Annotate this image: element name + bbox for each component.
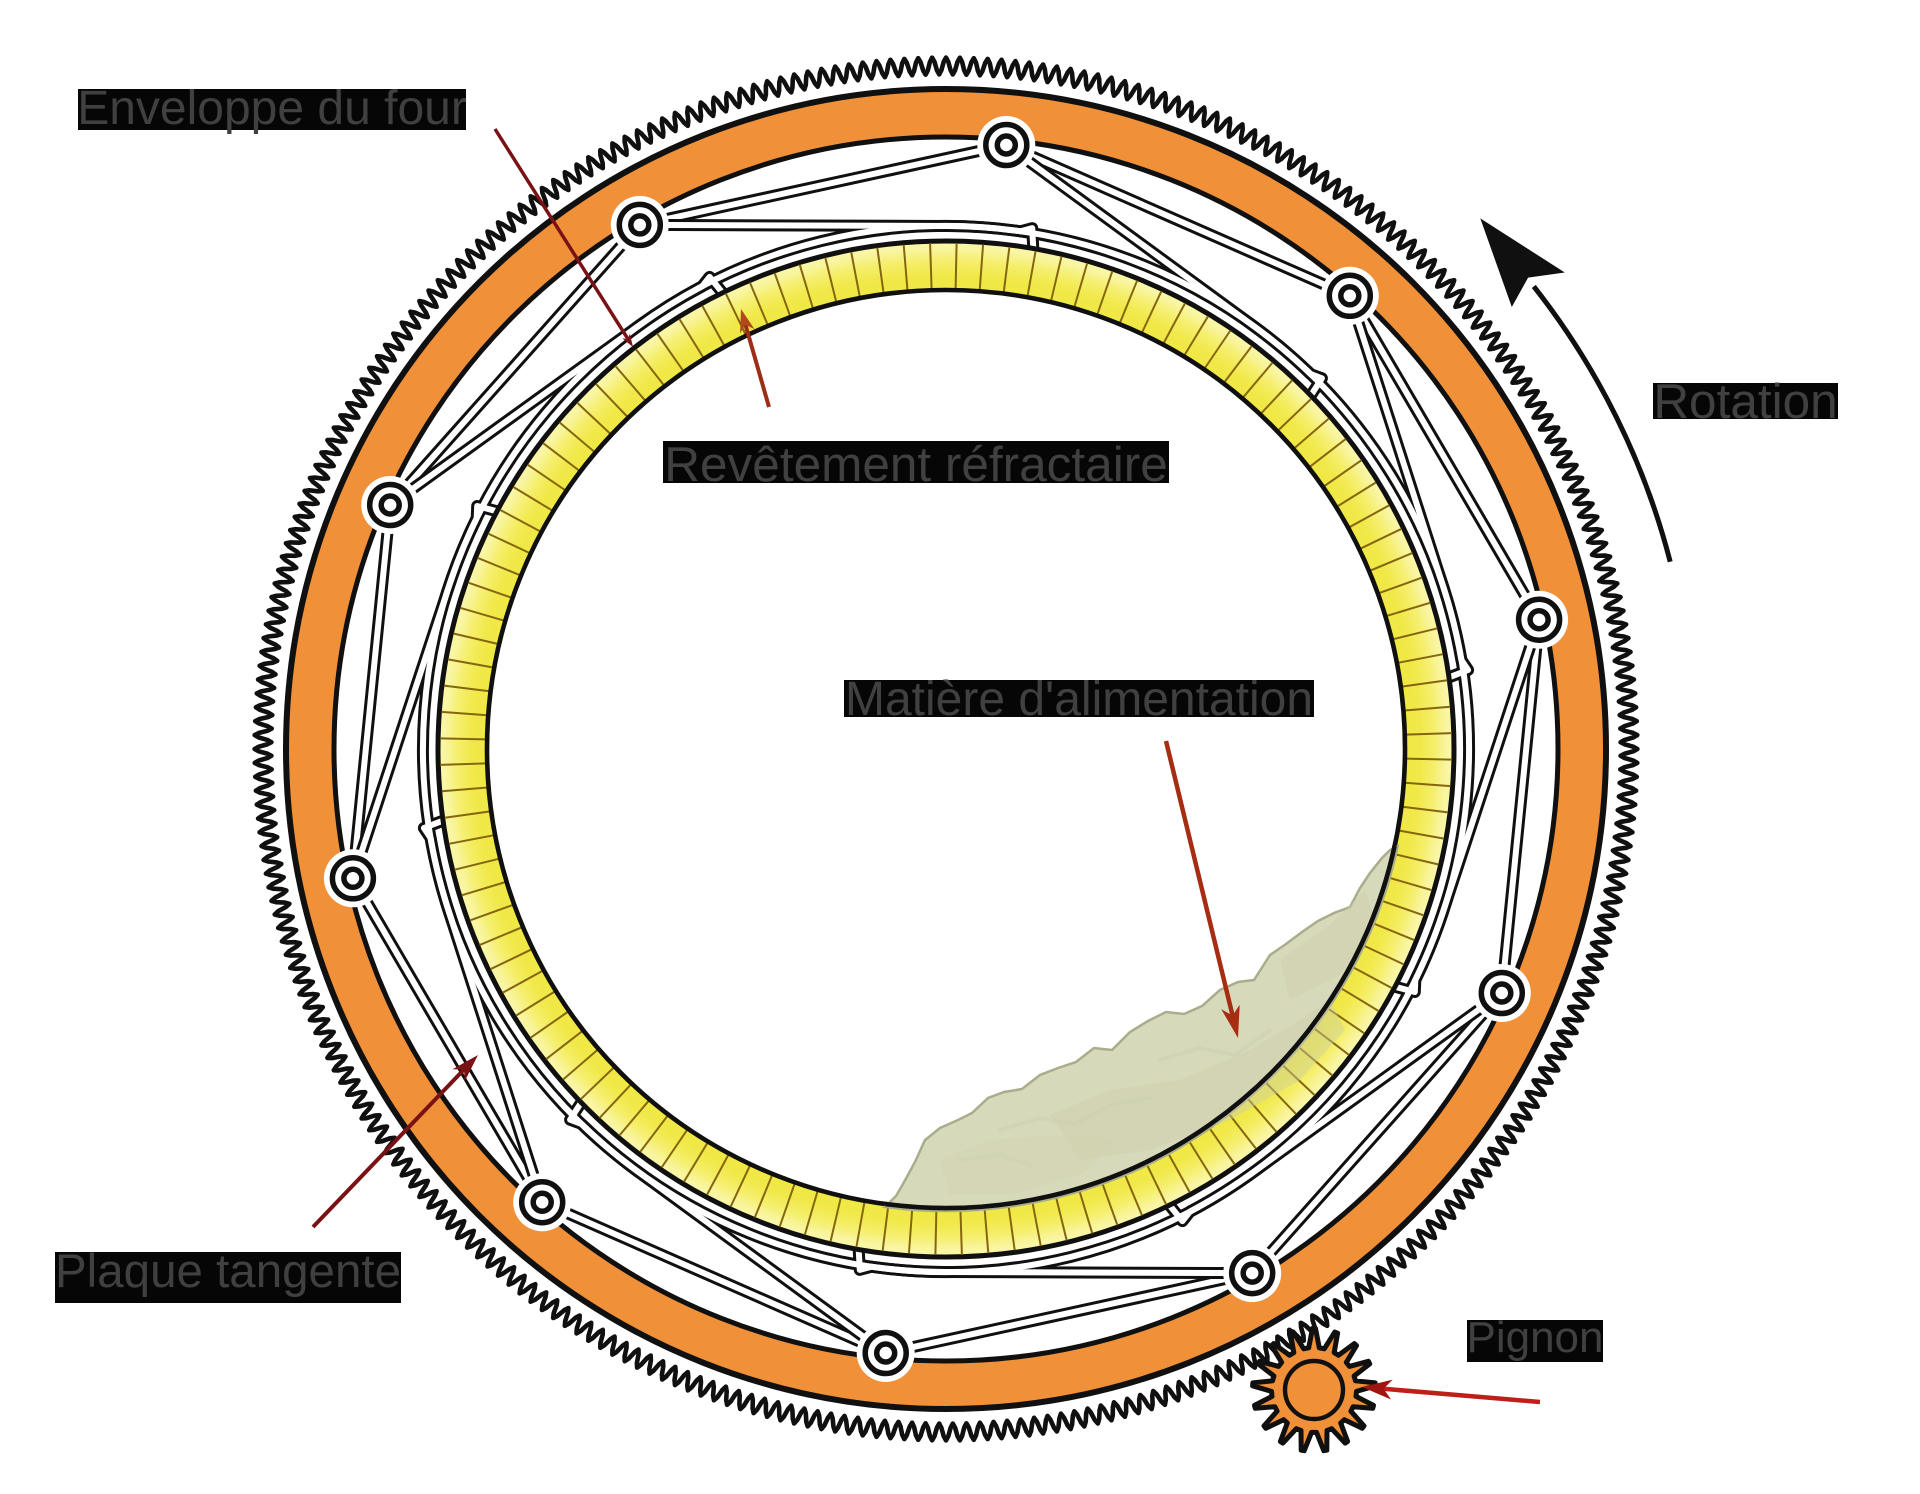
svg-text:Revêtement réfractaire: Revêtement réfractaire (664, 437, 1167, 492)
svg-text:Matière d'alimentation: Matière d'alimentation (845, 673, 1313, 726)
svg-text:Pignon: Pignon (1466, 1313, 1603, 1362)
svg-text:Rotation: Rotation (1653, 374, 1837, 429)
svg-text:Plaque tangente: Plaque tangente (55, 1245, 401, 1298)
svg-text:Enveloppe du four: Enveloppe du four (77, 82, 467, 135)
